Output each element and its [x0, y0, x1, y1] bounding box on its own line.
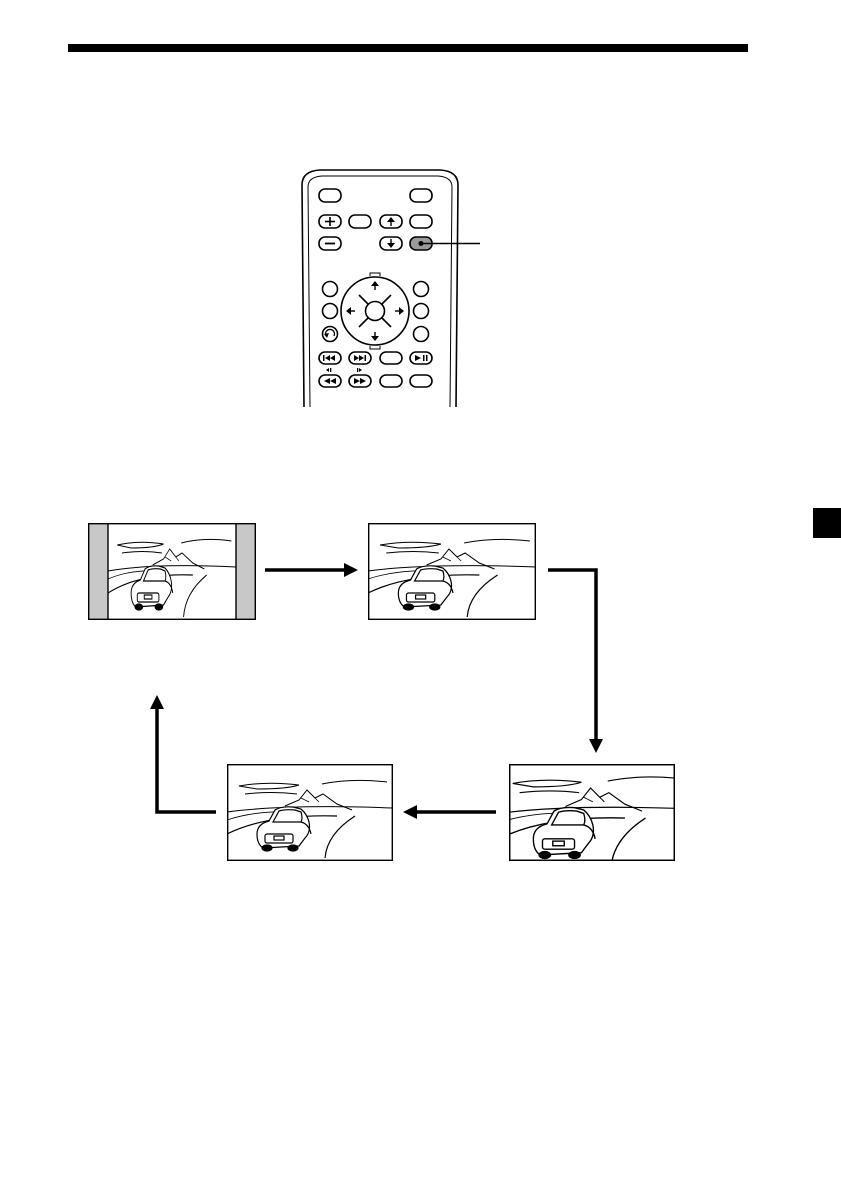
- arrow-wide-to-full: [548, 570, 596, 742]
- arrow-zoom-to-normal: [157, 707, 216, 812]
